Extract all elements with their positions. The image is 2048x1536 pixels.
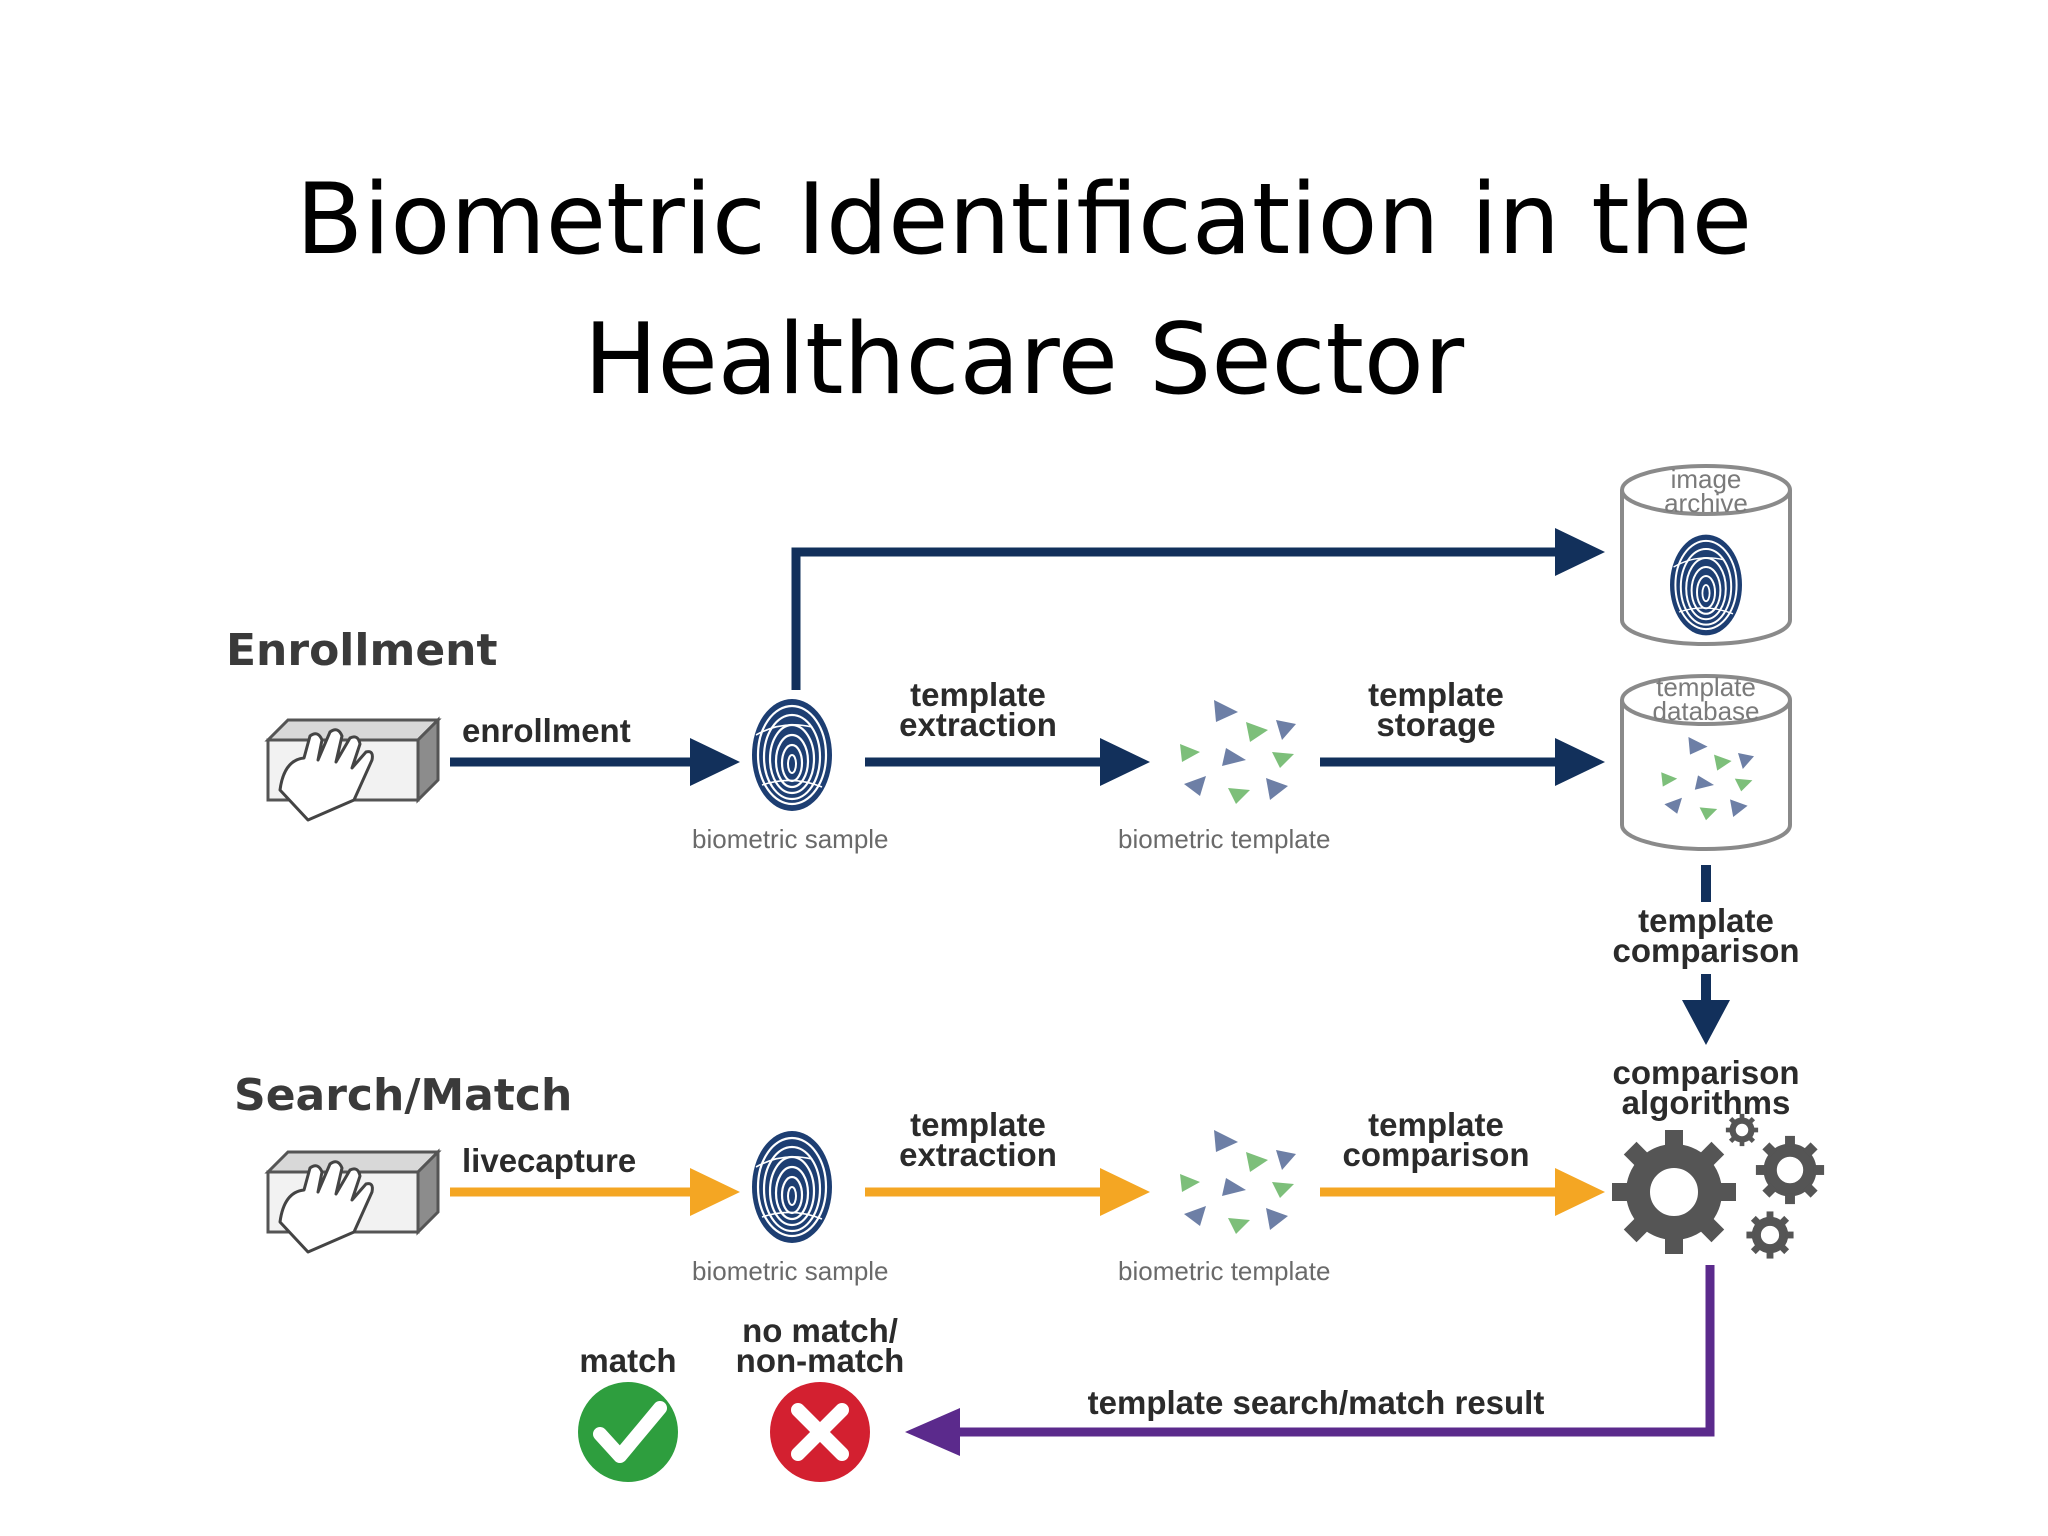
vertical-comparison-label-l2: comparison: [1612, 932, 1799, 969]
enrollment-arrow-2-label-l2: extraction: [899, 706, 1057, 743]
search-arrow-1-label: livecapture: [462, 1142, 636, 1179]
enrollment-arrow-2-label-l1: template: [910, 676, 1046, 713]
template-database-cylinder: template database: [1620, 672, 1792, 851]
search-arrow-2-label-l1: template: [910, 1106, 1046, 1143]
archive-arrow: [791, 528, 1605, 690]
enrollment-arrow-1: [450, 738, 740, 786]
enrollment-sample-caption: biometric sample: [692, 824, 889, 854]
image-archive-label-l2: archive: [1664, 488, 1748, 518]
comparison-algorithms-label-l1: comparison: [1612, 1054, 1799, 1091]
search-hand-scanner-icon: [266, 1150, 440, 1254]
search-match-section-label: Search/Match: [234, 1070, 572, 1121]
enrollment-arrow-3: [1320, 738, 1605, 786]
no-match-label-l2: non-match: [736, 1342, 905, 1379]
no-match-label-l1: no match/: [742, 1312, 898, 1349]
no-match-x-icon: [770, 1382, 870, 1482]
enrollment-hand-scanner-icon: [266, 718, 440, 822]
search-template-caption: biometric template: [1118, 1256, 1330, 1286]
title-line-2: Healthcare Sector: [583, 303, 1465, 417]
enrollment-fingerprint-icon: [750, 697, 834, 813]
template-database-label-l1: template: [1656, 672, 1756, 702]
image-archive-label-l1: image: [1671, 464, 1742, 494]
search-arrow-1: [450, 1168, 740, 1216]
enrollment-section-label: Enrollment: [226, 625, 498, 676]
search-fingerprint-icon: [750, 1129, 834, 1245]
result-arrow-label: template search/match result: [1088, 1384, 1545, 1421]
title-line-1: Biometric Identification in the: [295, 163, 1753, 277]
search-arrow-2-label-l2: extraction: [899, 1136, 1057, 1173]
search-arrow-2: [865, 1168, 1150, 1216]
gears-icon: [1612, 1114, 1824, 1259]
slide-title: Biometric Identification in the Healthca…: [0, 150, 2048, 430]
match-check-icon: [578, 1382, 678, 1482]
enrollment-template-icon: [1180, 700, 1296, 804]
comparison-algorithms-label-l2: algorithms: [1622, 1084, 1791, 1121]
vertical-comparison-label-l1: template: [1638, 902, 1774, 939]
enrollment-arrow-2: [865, 738, 1150, 786]
enrollment-arrow-3-label-l1: template: [1368, 676, 1504, 713]
template-database-label-l2: database: [1653, 696, 1760, 726]
image-archive-cylinder: image archive: [1620, 464, 1792, 646]
search-arrow-3-label-l1: template: [1368, 1106, 1504, 1143]
enrollment-arrow-1-label: enrollment: [462, 712, 631, 749]
archive-fingerprint-icon: [1669, 533, 1743, 637]
enrollment-template-caption: biometric template: [1118, 824, 1330, 854]
search-template-icon: [1180, 1130, 1296, 1234]
search-sample-caption: biometric sample: [692, 1256, 889, 1286]
match-label: match: [579, 1342, 676, 1379]
result-arrow: [905, 1265, 1715, 1456]
enrollment-arrow-3-label-l2: storage: [1376, 706, 1495, 743]
search-arrow-3-label-l2: comparison: [1342, 1136, 1529, 1173]
search-arrow-3: [1320, 1168, 1605, 1216]
